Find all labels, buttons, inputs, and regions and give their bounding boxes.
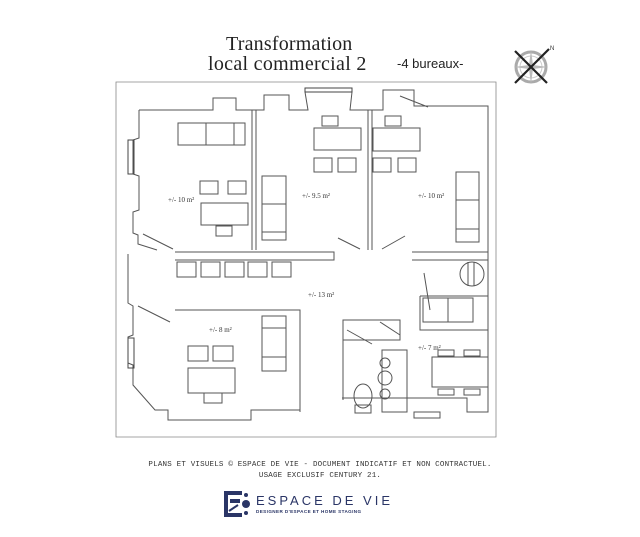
room-area-label: +/- 8 m² (209, 326, 232, 334)
disclaimer-line1: PLANS ET VISUELS © ESPACE DE VIE - DOCUM… (148, 461, 492, 469)
room-area-label: +/- 10 m² (168, 196, 195, 204)
logo-tagline: DESIGNER D'ESPACE ET HOME STAGING (256, 509, 362, 514)
svg-text:N: N (550, 46, 554, 52)
logo-name: ESPACE DE VIE (256, 493, 394, 508)
disclaimer-line2: USAGE EXCLUSIF CENTURY 21. (258, 472, 382, 480)
room-area-label: +/- 9.5 m² (302, 192, 331, 200)
plan-title-line2: local commercial 2 (208, 53, 367, 75)
plan-subtitle: -4 bureaux- (397, 56, 464, 71)
plan-title-line1: Transformation (226, 33, 353, 55)
room-area-label: +/- 13 m² (308, 291, 335, 299)
logo-mark-icon (224, 491, 250, 517)
room-area-label: +/- 10 m² (418, 192, 445, 200)
compass-rose-icon: N (514, 46, 554, 84)
espace-de-vie-logo: ESPACE DE VIE DESIGNER D'ESPACE ET HOME … (224, 491, 393, 517)
room-area-label: +/- 7 m² (418, 344, 441, 352)
